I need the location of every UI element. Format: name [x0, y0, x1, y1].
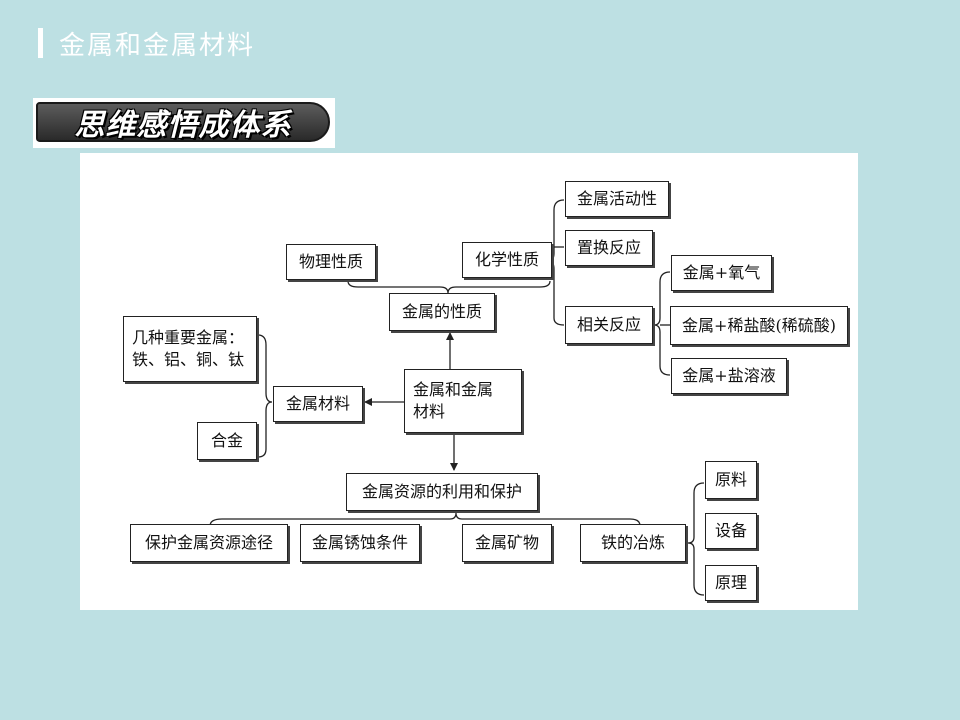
- brace-properties: [347, 280, 551, 294]
- node-metal-acid: 金属+稀盐酸(稀硫酸): [670, 306, 848, 345]
- center-topic-line1: 金属和金属: [413, 380, 494, 400]
- brace-resources: [209, 512, 641, 527]
- section-banner-pill: 思维感悟成体系: [36, 102, 330, 143]
- node-metal-salt: 金属+盐溶液: [671, 358, 787, 394]
- node-protection-methods: 保护金属资源途径: [130, 524, 288, 562]
- node-displacement-reaction: 置换反应: [565, 230, 653, 266]
- node-principle: 原理: [705, 565, 757, 601]
- section-banner-label: 思维感悟成体系: [74, 108, 292, 143]
- node-chemical-properties: 化学性质: [462, 242, 552, 278]
- important-metals-line2: 铁、铝、铜、钛: [132, 350, 245, 369]
- brace-materials: [257, 334, 273, 458]
- node-equipment: 设备: [705, 513, 757, 549]
- section-banner: 思维感悟成体系: [33, 98, 335, 148]
- brace-related: [653, 271, 671, 376]
- node-center-topic: 金属和金属 材料: [404, 369, 522, 433]
- center-topic-line2: 材料: [413, 402, 446, 421]
- concept-map: 物理性质 化学性质 金属的性质 金属活动性 置换反应 相关反应 金属+氧气 金属…: [80, 153, 858, 610]
- node-alloy: 合金: [197, 422, 257, 460]
- node-metal-activity: 金属活动性: [565, 181, 669, 217]
- node-metal-ores: 金属矿物: [462, 524, 552, 562]
- node-metal-materials: 金属材料: [273, 386, 363, 422]
- node-important-metals: 几种重要金属： 铁、铝、铜、钛: [123, 316, 257, 382]
- important-metals-line1: 几种重要金属：: [132, 328, 245, 348]
- slide-title: 金属和金属材料: [59, 30, 256, 61]
- node-iron-smelting: 铁的冶炼: [580, 524, 686, 562]
- title-accent-bar: [38, 28, 43, 58]
- node-resource-use-protection: 金属资源的利用和保护: [346, 473, 538, 511]
- node-metal-properties: 金属的性质: [389, 293, 495, 331]
- node-corrosion-conditions: 金属锈蚀条件: [300, 524, 420, 562]
- node-physical-properties: 物理性质: [286, 244, 376, 280]
- node-related-reactions: 相关反应: [565, 306, 653, 344]
- brace-smelting: [687, 482, 705, 596]
- node-metal-oxygen: 金属+氧气: [671, 255, 772, 291]
- slide-header: 金属和金属材料: [38, 24, 255, 62]
- node-raw-materials: 原料: [705, 461, 757, 499]
